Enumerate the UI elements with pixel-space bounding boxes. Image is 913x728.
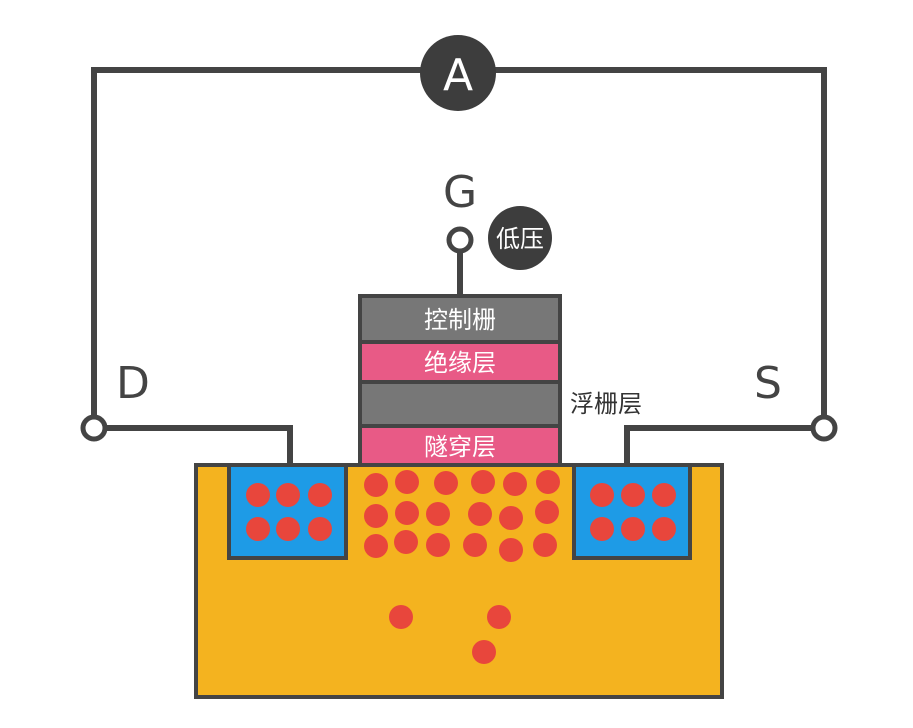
- channel-electron: [533, 533, 557, 557]
- channel-electron: [471, 470, 495, 494]
- channel-electron: [499, 538, 523, 562]
- gate-terminal-icon: [446, 226, 474, 254]
- source-electron: [652, 483, 676, 507]
- electron-group: [246, 470, 676, 664]
- drain-n-region: [227, 463, 348, 560]
- channel-electron: [364, 504, 388, 528]
- drain-electron: [308, 483, 332, 507]
- channel-electron: [395, 501, 419, 525]
- control-gate-label: 控制栅: [424, 306, 496, 334]
- gate-label: G: [443, 167, 477, 218]
- channel-electron: [394, 530, 418, 554]
- drain-wire: [102, 425, 293, 465]
- drain-label: D: [116, 358, 150, 409]
- source-electron: [590, 483, 614, 507]
- floating-gate-layer: [358, 380, 562, 428]
- drain-electron: [246, 517, 270, 541]
- channel-electron: [364, 534, 388, 558]
- insulation-layer-label: 绝缘层: [424, 349, 496, 377]
- channel-electron: [434, 471, 458, 495]
- substrate-electron: [487, 605, 511, 629]
- source-electron: [590, 517, 614, 541]
- substrate-electron: [472, 640, 496, 664]
- ammeter: A: [420, 35, 496, 111]
- source-wire: [624, 425, 814, 465]
- source-electron: [621, 517, 645, 541]
- drain-terminal-icon: [80, 414, 108, 442]
- source-label: S: [754, 358, 782, 409]
- channel-electron: [395, 470, 419, 494]
- drain-electron: [276, 483, 300, 507]
- source-n-region: [572, 463, 692, 560]
- channel-electron: [463, 533, 487, 557]
- badge-circle-icon: [488, 206, 552, 270]
- voltage-badge-label: 低压: [496, 225, 544, 253]
- drain-electron: [276, 517, 300, 541]
- ammeter-label: A: [443, 50, 473, 101]
- tunnel-layer-label: 隧穿层: [424, 433, 496, 461]
- channel-electron: [426, 502, 450, 526]
- gate-stack: 控制栅 绝缘层 隧穿层: [358, 294, 562, 468]
- channel-electron: [536, 470, 560, 494]
- drain-electron: [246, 483, 270, 507]
- channel-electron: [426, 533, 450, 557]
- voltage-badge: 低压: [488, 206, 552, 270]
- source-electron: [621, 483, 645, 507]
- channel-electron: [535, 500, 559, 524]
- substrate-electron: [389, 605, 413, 629]
- control-gate-layer: [358, 294, 562, 344]
- ammeter-icon: [420, 35, 496, 111]
- floating-gate-label: 浮栅层: [570, 390, 642, 418]
- source-terminal-icon: [810, 414, 838, 442]
- channel-electron: [499, 506, 523, 530]
- channel-electron: [503, 472, 527, 496]
- drain-electron: [308, 517, 332, 541]
- source-electron: [652, 517, 676, 541]
- channel-electron: [468, 502, 492, 526]
- channel-electron: [364, 473, 388, 497]
